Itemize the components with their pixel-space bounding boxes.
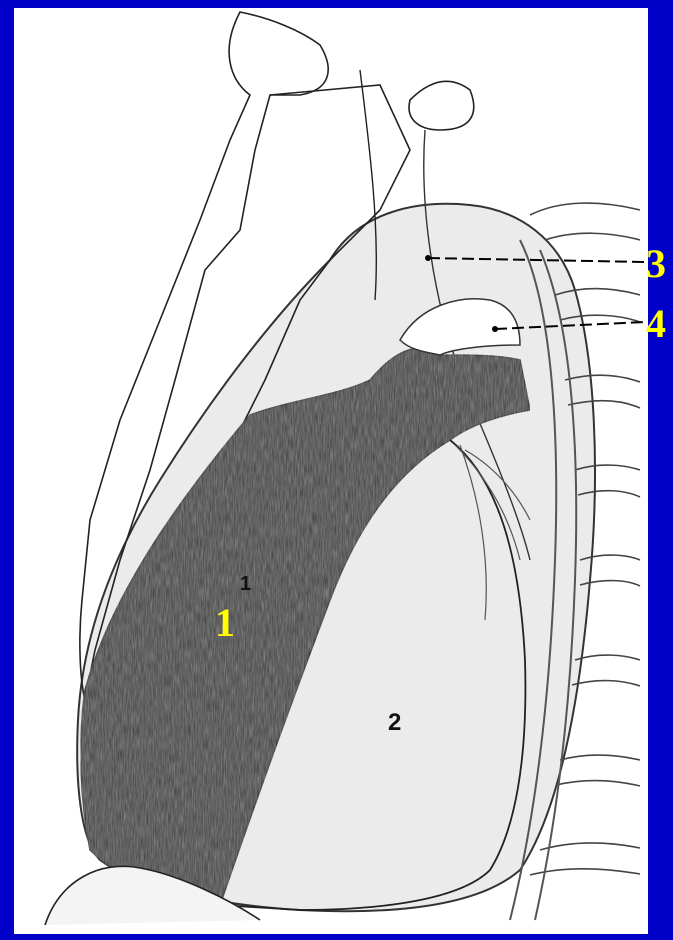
label-2: 2 bbox=[388, 709, 401, 736]
label-1: 1 bbox=[215, 600, 235, 645]
label-4: 4 bbox=[646, 301, 666, 346]
label-1-small: 1 bbox=[240, 573, 251, 595]
lung-diagram: 1 1 2 bbox=[14, 8, 648, 934]
leader-dot-4 bbox=[492, 326, 498, 332]
anatomical-drawing-panel: 1 1 2 bbox=[14, 8, 648, 934]
leader-dot-3 bbox=[425, 255, 431, 261]
humeral-head-outline bbox=[409, 81, 474, 130]
label-3: 3 bbox=[646, 241, 666, 286]
